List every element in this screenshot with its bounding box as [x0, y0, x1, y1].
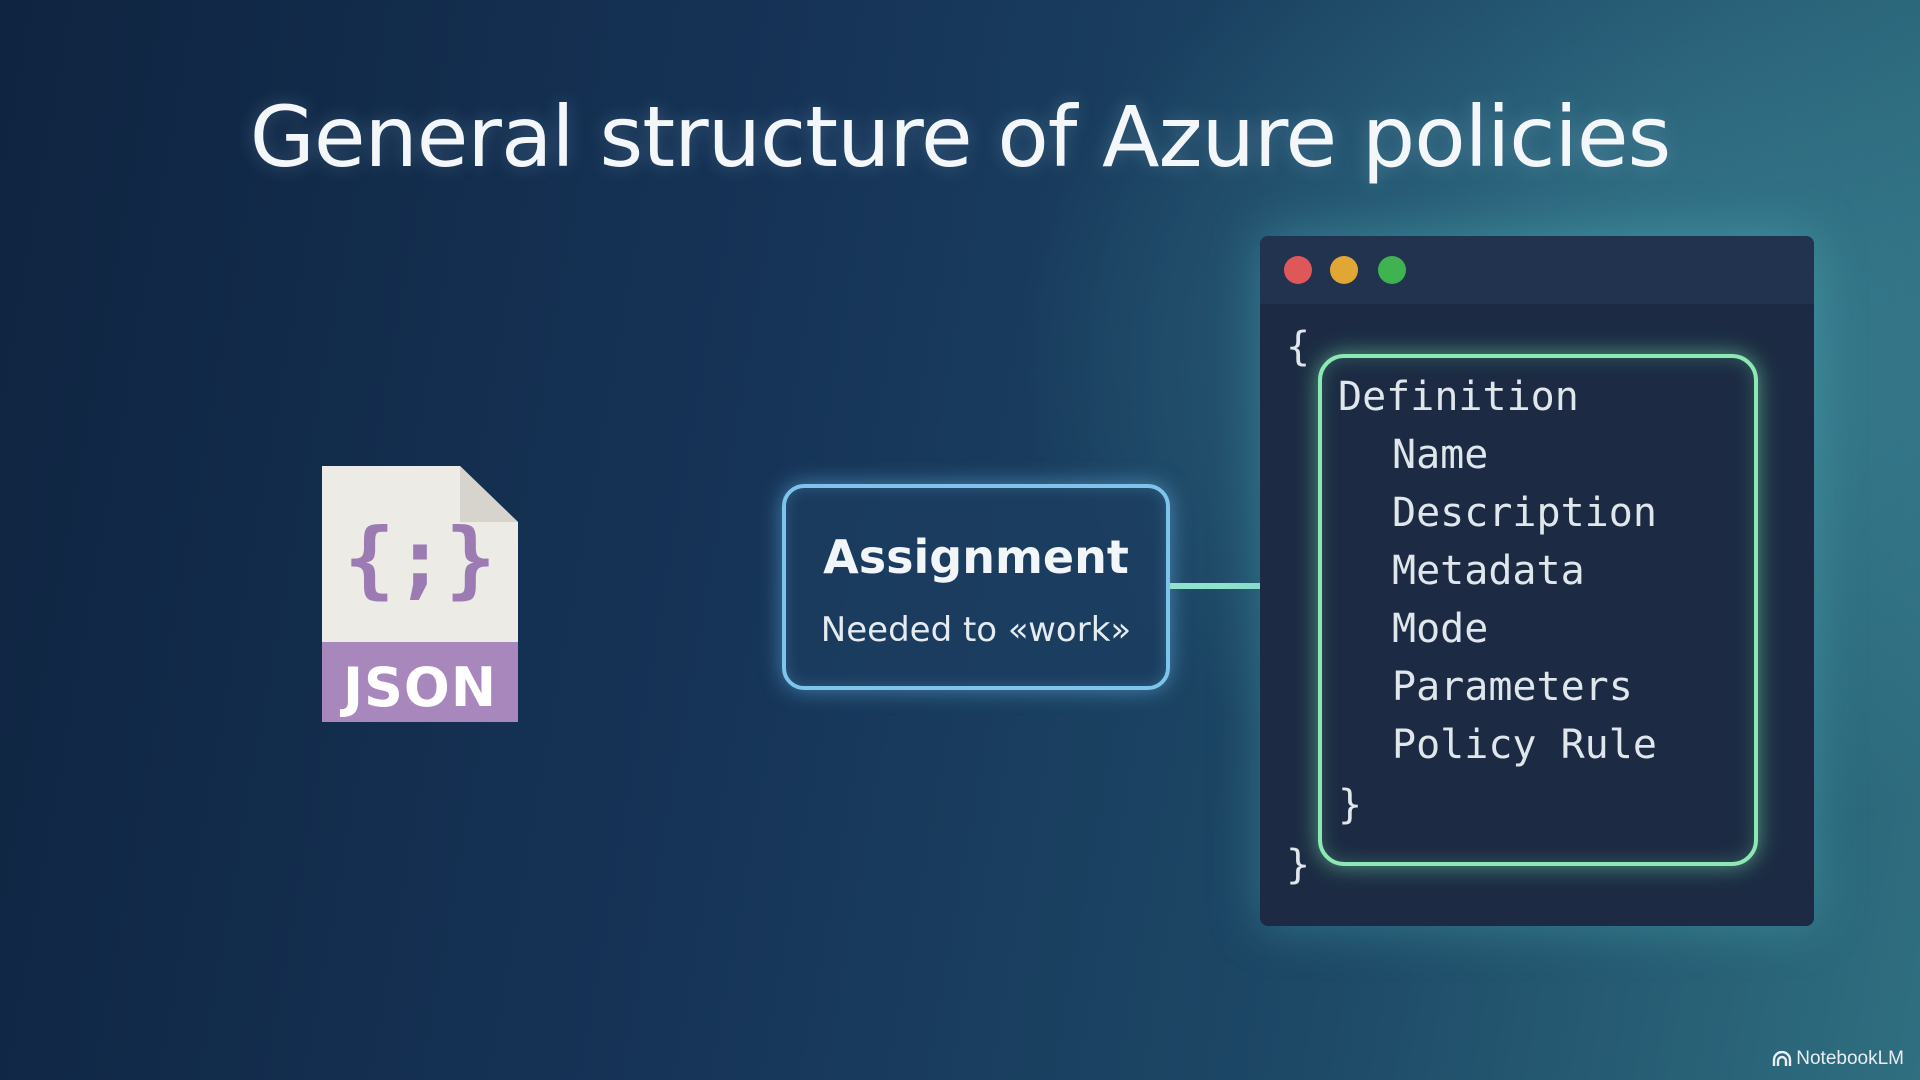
close-brace: }: [1286, 842, 1311, 888]
field-mode: Mode: [1392, 606, 1489, 652]
field-name: Name: [1392, 432, 1489, 478]
assignment-subtitle: Needed to «work»: [820, 610, 1132, 650]
field-description: Description: [1392, 490, 1657, 536]
definition-close-brace: }: [1338, 782, 1363, 828]
json-file-icon: {;} JSON: [322, 466, 518, 722]
json-label: JSON: [342, 656, 498, 719]
open-brace: {: [1286, 324, 1311, 370]
window-titlebar: [1260, 236, 1814, 304]
field-parameters: Parameters: [1392, 664, 1633, 710]
notebooklm-logo-icon: [1773, 1051, 1792, 1066]
watermark-text: NotebookLM: [1796, 1048, 1904, 1069]
field-metadata: Metadata: [1392, 548, 1585, 594]
minimize-dot-icon: [1330, 256, 1358, 284]
field-policy-rule: Policy Rule: [1392, 722, 1657, 768]
slide-title: General structure of Azure policies: [249, 88, 1672, 186]
definition-box: [1318, 354, 1758, 866]
assignment-box: Assignment Needed to «work»: [782, 484, 1170, 690]
assignment-title: Assignment: [823, 530, 1129, 584]
notebooklm-watermark: NotebookLM: [1772, 1048, 1904, 1070]
close-dot-icon: [1284, 256, 1312, 284]
code-window: { Definition Name Description Metadata M…: [1260, 236, 1814, 926]
json-symbol: {;}: [344, 510, 496, 608]
file-shape: {;}: [322, 466, 518, 722]
maximize-dot-icon: [1378, 256, 1406, 284]
definition-label: Definition: [1338, 374, 1579, 420]
